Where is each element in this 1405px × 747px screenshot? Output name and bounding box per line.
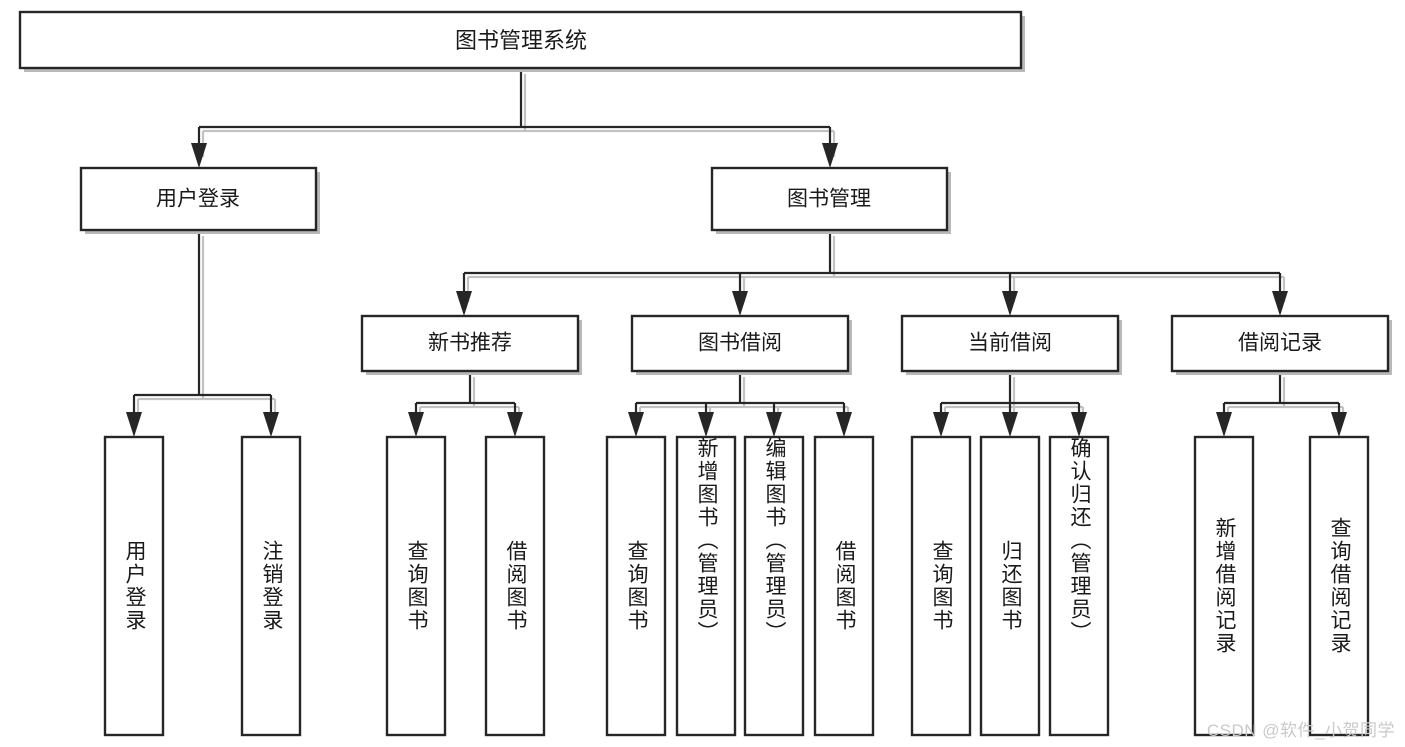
- leaf-box-query-record[interactable]: [1308, 435, 1370, 737]
- arrow-head-new-book-recommend: [456, 291, 472, 316]
- node-current-borrow-box[interactable]: [900, 314, 1120, 373]
- arrow-head-leaf-query-book-3: [933, 412, 949, 437]
- edge-userlogin-bus-shadow: [136, 236, 277, 422]
- arrow-head-book-manage: [822, 143, 838, 168]
- arrow-head-leaf-query-book-1: [408, 412, 424, 437]
- node-new-book-recommend[interactable]: 新书推荐: [360, 314, 582, 375]
- arrow-head-current-borrow: [1002, 291, 1018, 316]
- node-borrow-record-box[interactable]: [1170, 314, 1390, 373]
- node-book-manage-box[interactable]: [710, 166, 949, 232]
- node-book-borrow-box[interactable]: [630, 314, 850, 373]
- edge-root-bus-shadow: [201, 74, 836, 157]
- node-current-borrow[interactable]: 当前借阅: [900, 314, 1122, 375]
- arrow-head-book-borrow: [732, 291, 748, 316]
- leaf-box-confirm-return[interactable]: [1048, 435, 1110, 737]
- edge-currentborrow-to-leaves: [939, 373, 1081, 418]
- node-borrow-record[interactable]: 借阅记录: [1170, 314, 1392, 375]
- arrow-head-borrow-record: [1272, 291, 1288, 316]
- leaf-box-edit-book[interactable]: [743, 435, 805, 737]
- node-user-login[interactable]: 用户登录: [79, 166, 320, 234]
- arrow-head-leaf-add-book: [698, 412, 714, 437]
- edge-newbook-bus-shadow: [418, 377, 521, 422]
- edge-root-to-level2: [197, 68, 832, 152]
- node-new-book-recommend-box[interactable]: [360, 314, 580, 373]
- edge-borrowrecord-bus-shadow: [1226, 377, 1345, 422]
- leaf-box-borrow-book-2[interactable]: [813, 435, 875, 737]
- node-book-manage[interactable]: 图书管理: [710, 166, 951, 234]
- arrow-head-leaf-query-record: [1331, 412, 1347, 437]
- edge-bookborrow-bus-shadow: [638, 377, 850, 422]
- edges-layer: [126, 68, 1347, 437]
- node-user-login-label: 用户登录: [156, 188, 240, 211]
- arrow-head-leaf-return-book: [1002, 412, 1018, 437]
- node-borrow-record-label: 借阅记录: [1238, 332, 1322, 355]
- arrow-head-leaf-user-logout: [263, 412, 279, 437]
- arrow-head-leaf-query-book-2: [628, 412, 644, 437]
- node-root[interactable]: 图书管理系统: [18, 10, 1025, 72]
- node-current-borrow-label: 当前借阅: [968, 332, 1052, 355]
- edge-bookmanage-to-level3: [462, 232, 1282, 298]
- leaf-box-user-login[interactable]: [103, 435, 165, 737]
- leaf-box-add-record[interactable]: [1193, 435, 1255, 737]
- edge-newbook-to-leaves: [414, 373, 517, 418]
- leaf-box-query-book-2[interactable]: [605, 435, 667, 737]
- node-book-borrow-label: 图书借阅: [698, 332, 782, 355]
- node-book-borrow[interactable]: 图书借阅: [630, 314, 852, 375]
- leaf-box-user-logout[interactable]: [240, 435, 302, 737]
- arrow-head-leaf-borrow-book-2: [836, 412, 852, 437]
- node-root-label: 图书管理系统: [455, 28, 587, 53]
- node-user-login-box[interactable]: [79, 166, 318, 232]
- leaf-box-query-book-1[interactable]: [385, 435, 447, 737]
- leaf-box-return-book[interactable]: [979, 435, 1041, 737]
- node-root-box[interactable]: [18, 10, 1023, 70]
- edge-bookmanage-bus-shadow: [466, 236, 1286, 302]
- node-new-book-recommend-label: 新书推荐: [428, 332, 512, 355]
- leaf-box-add-book[interactable]: [675, 435, 737, 737]
- edge-borrowrecord-to-leaves: [1222, 373, 1341, 418]
- edge-bookborrow-to-leaves: [634, 373, 846, 418]
- leaf-boxes-layer: [103, 435, 1370, 737]
- node-book-manage-label: 图书管理: [787, 188, 871, 211]
- leaf-box-query-book-3[interactable]: [910, 435, 972, 737]
- leaf-box-borrow-book-1[interactable]: [484, 435, 546, 737]
- arrow-head-leaf-add-record: [1216, 412, 1232, 437]
- watermark-text: CSDN @软件_小贺同学: [1206, 721, 1395, 740]
- arrow-head-leaf-user-login: [126, 412, 142, 437]
- arrow-head-user-login: [191, 143, 207, 168]
- arrow-head-leaf-edit-book: [766, 412, 782, 437]
- arrow-head-leaf-confirm-return: [1071, 412, 1087, 437]
- arrow-head-leaf-borrow-book-1: [507, 412, 523, 437]
- edge-userlogin-to-leaves: [132, 232, 273, 418]
